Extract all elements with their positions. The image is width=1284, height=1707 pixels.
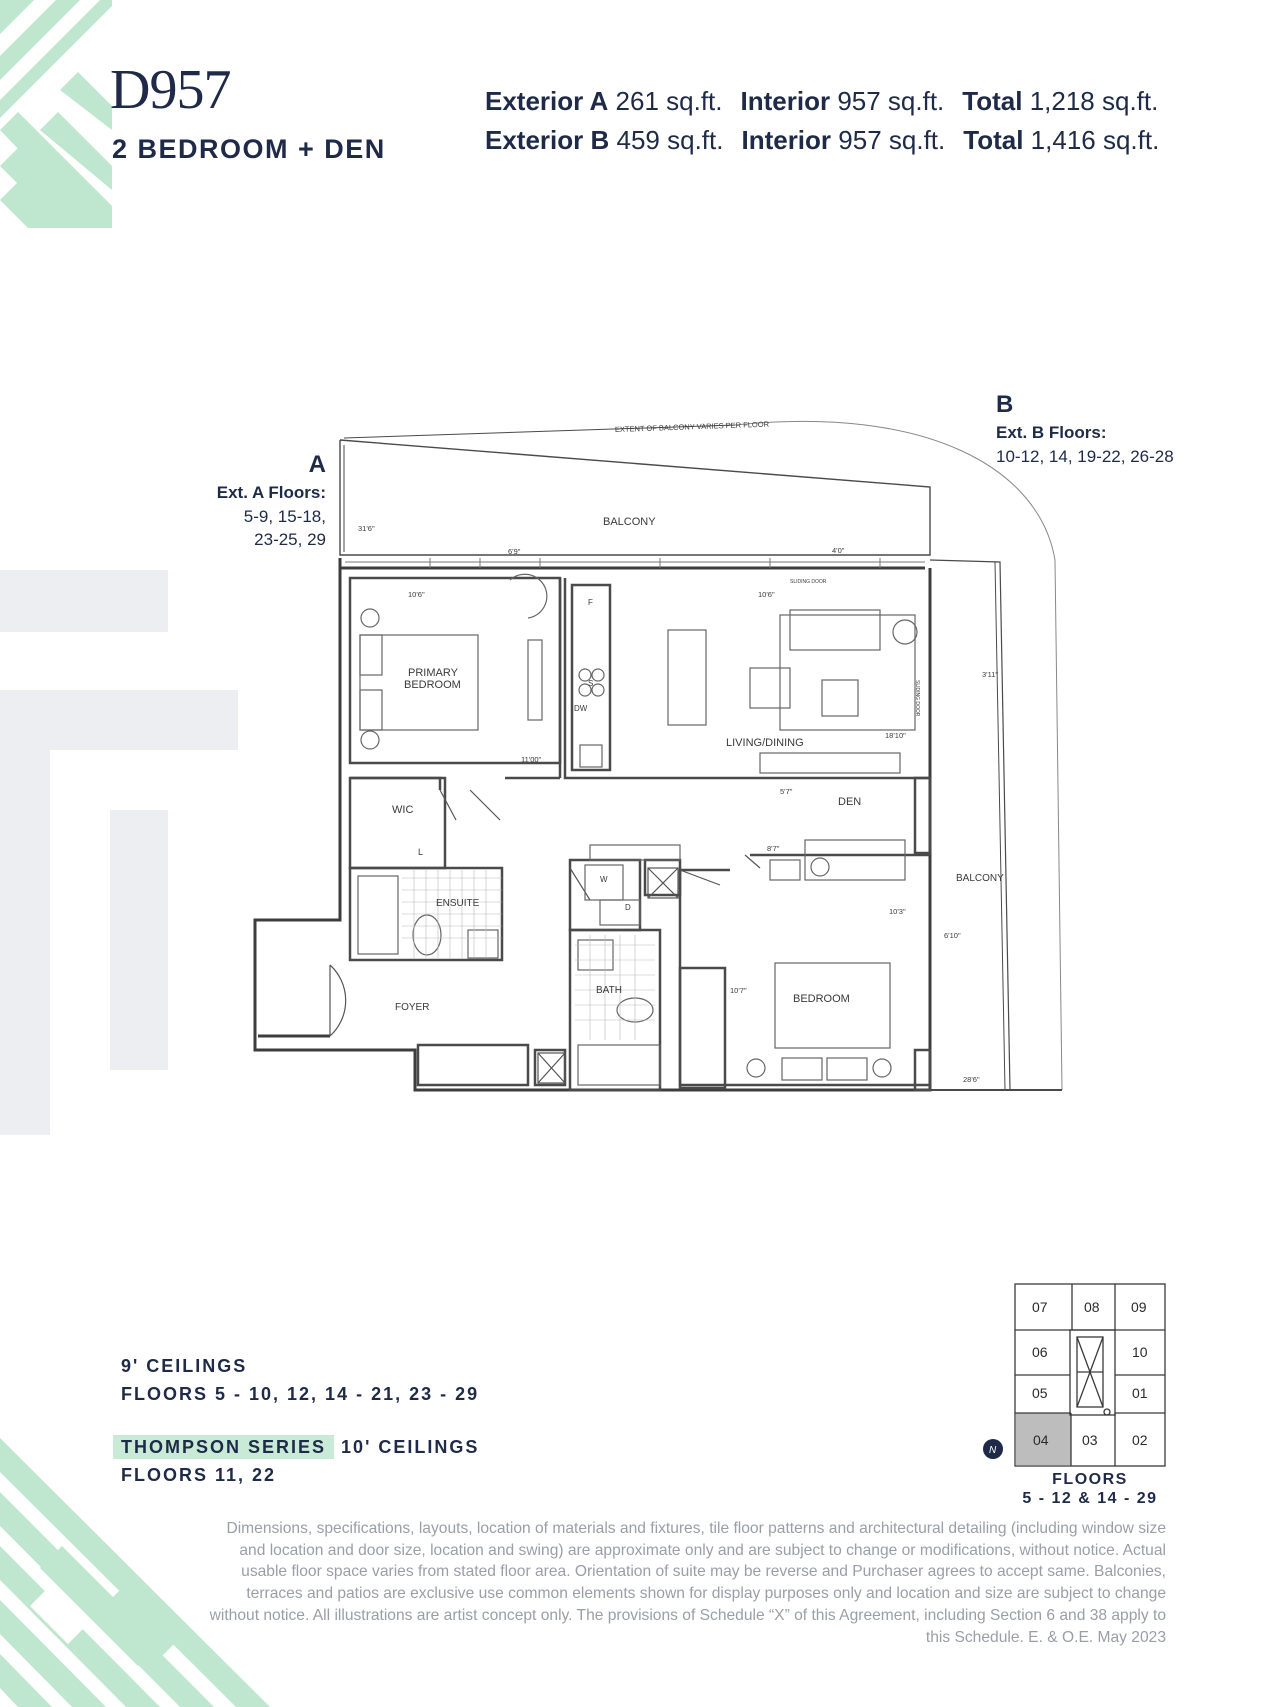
total-b-value: 1,416 sq.ft. — [1030, 125, 1160, 155]
int-b-label: Interior — [741, 125, 832, 155]
exterior-a-letter: A — [308, 451, 326, 478]
ext-a-label: Exterior A — [485, 86, 609, 116]
thompson-floors: FLOORS 11, 22 — [121, 1465, 277, 1485]
dim-6-10: 6'10" — [944, 931, 961, 940]
room-living-dining: LIVING/DINING — [726, 737, 804, 749]
keyplan-label-08: 08 — [1084, 1299, 1100, 1315]
dim-31-6: 31'6" — [358, 524, 375, 533]
ceiling-standard-floors: FLOORS 5 - 10, 12, 14 - 21, 23 - 29 — [121, 1384, 480, 1404]
keyplan-label-07: 07 — [1032, 1299, 1048, 1315]
thompson-ceiling: 10' CEILINGS — [341, 1437, 480, 1457]
decorative-pattern-bottom — [0, 1438, 270, 1707]
int-a-value: 957 sq.ft. — [837, 86, 945, 116]
balcony-a-outline — [339, 439, 931, 556]
sliding-door-side-note: SLIDING DOOR — [914, 680, 920, 717]
keyplan-label-03: 03 — [1082, 1432, 1098, 1448]
room-foyer: FOYER — [395, 1002, 429, 1013]
room-balcony-top: BALCONY — [603, 516, 656, 528]
dim-4-0: 4'0" — [832, 546, 845, 555]
decorative-grey-shapes — [0, 570, 238, 1135]
dim-3-11: 3'11" — [982, 670, 998, 679]
keyplan-label-09: 09 — [1131, 1299, 1147, 1315]
room-primary-bedroom-2: BEDROOM — [404, 679, 461, 691]
exterior-b-letter: B — [996, 391, 1014, 418]
sliding-door-note: SLIDING DOOR — [790, 579, 827, 585]
exterior-a-title: Ext. A Floors: — [216, 483, 326, 503]
fixture-stove: S — [588, 679, 593, 688]
dim-28-6: 28'6" — [963, 1075, 980, 1084]
thompson-series-badge: THOMPSON SERIES — [113, 1435, 335, 1459]
room-wic: WIC — [392, 804, 413, 816]
room-ensuite: ENSUITE — [436, 898, 480, 909]
int-b-value: 957 sq.ft. — [838, 125, 946, 155]
ceilings-block: 9' CEILINGS FLOORS 5 - 10, 12, 14 - 21, … — [113, 1352, 480, 1489]
area-row-a: Exterior A 261 sq.ft. Interior 957 sq.ft.… — [485, 86, 1176, 117]
fixture-washer: W — [600, 875, 608, 884]
dim-6-9: 6'9" — [508, 547, 521, 556]
key-plan: 07 08 09 06 10 05 01 04 03 02 N — [983, 1283, 1166, 1467]
keyplan-label-06: 06 — [1032, 1344, 1048, 1360]
fixture-dryer: D — [625, 903, 631, 912]
unit-type: 2 BEDROOM + DEN — [112, 134, 386, 164]
unit-code: D957 — [110, 59, 231, 121]
exterior-b-title: Ext. B Floors: — [996, 423, 1107, 443]
total-b-label: Total — [963, 125, 1024, 155]
keyplan-floors-label: FLOORS — [1052, 1471, 1128, 1488]
keyplan-unit-04 — [1016, 1413, 1071, 1465]
room-bedroom: BEDROOM — [793, 993, 850, 1005]
balcony-extent-note: EXTENT OF BALCONY VARIES PER FLOOR — [615, 420, 770, 434]
dim-10-6-b: 10'6" — [758, 590, 775, 599]
ext-a-value: 261 sq.ft. — [615, 86, 723, 116]
dim-8-7: 8'7" — [767, 844, 780, 853]
area-row-b: Exterior B 459 sq.ft. Interior 957 sq.ft.… — [485, 125, 1177, 156]
north-arrow-icon: N — [983, 1439, 1003, 1459]
keyplan-label-04: 04 — [1033, 1432, 1049, 1448]
keyplan-floors: FLOORS 5 - 12 & 14 - 29 — [1020, 1470, 1160, 1508]
keyplan-label-10: 10 — [1132, 1344, 1148, 1360]
keyplan-floors-range: 5 - 12 & 14 - 29 — [1022, 1490, 1158, 1508]
room-primary-bedroom-1: PRIMARY — [408, 667, 459, 679]
exterior-a-floors-2: 23-25, 29 — [254, 530, 326, 550]
fixture-fridge: F — [588, 598, 593, 607]
total-a-label: Total — [962, 86, 1023, 116]
decorative-pattern-top — [0, 0, 112, 228]
dim-11-00: 11'00" — [521, 755, 542, 764]
room-den: DEN — [838, 796, 861, 808]
keyplan-label-02: 02 — [1132, 1432, 1148, 1448]
dim-10-3: 10'3" — [889, 907, 906, 916]
dim-10-6-a: 10'6" — [408, 590, 425, 599]
room-bath: BATH — [596, 985, 622, 996]
ext-b-value: 459 sq.ft. — [616, 125, 724, 155]
svg-text:N: N — [989, 1445, 997, 1456]
keyplan-label-01: 01 — [1132, 1385, 1148, 1401]
keyplan-label-05: 05 — [1032, 1385, 1048, 1401]
exterior-a-legend: A Ext. A Floors: 5-9, 15-18, 23-25, 29 — [168, 448, 326, 551]
exterior-b-legend: B Ext. B Floors: 10-12, 14, 19-22, 26-28 — [996, 388, 1174, 468]
floor-plan: EXTENT OF BALCONY VARIES PER FLOOR BALCO… — [253, 420, 1063, 1092]
ext-b-label: Exterior B — [485, 125, 610, 155]
exterior-a-floors-1: 5-9, 15-18, — [243, 506, 326, 526]
dim-10-7: 10'7" — [730, 986, 747, 995]
dim-18-10: 18'10" — [885, 731, 906, 740]
int-a-label: Interior — [740, 86, 831, 116]
ceiling-standard: 9' CEILINGS — [121, 1356, 248, 1376]
balcony-b-outline — [734, 420, 1063, 1091]
exterior-b-floors: 10-12, 14, 19-22, 26-28 — [996, 446, 1174, 466]
fixture-dishwasher: DW — [574, 704, 588, 713]
dim-5-7: 5'7" — [780, 787, 793, 796]
disclaimer-text: Dimensions, specifications, layouts, loc… — [209, 1520, 1166, 1646]
fixture-linen: L — [418, 847, 423, 857]
total-a-value: 1,218 sq.ft. — [1029, 86, 1159, 116]
room-balcony-right: BALCONY — [956, 873, 1004, 884]
